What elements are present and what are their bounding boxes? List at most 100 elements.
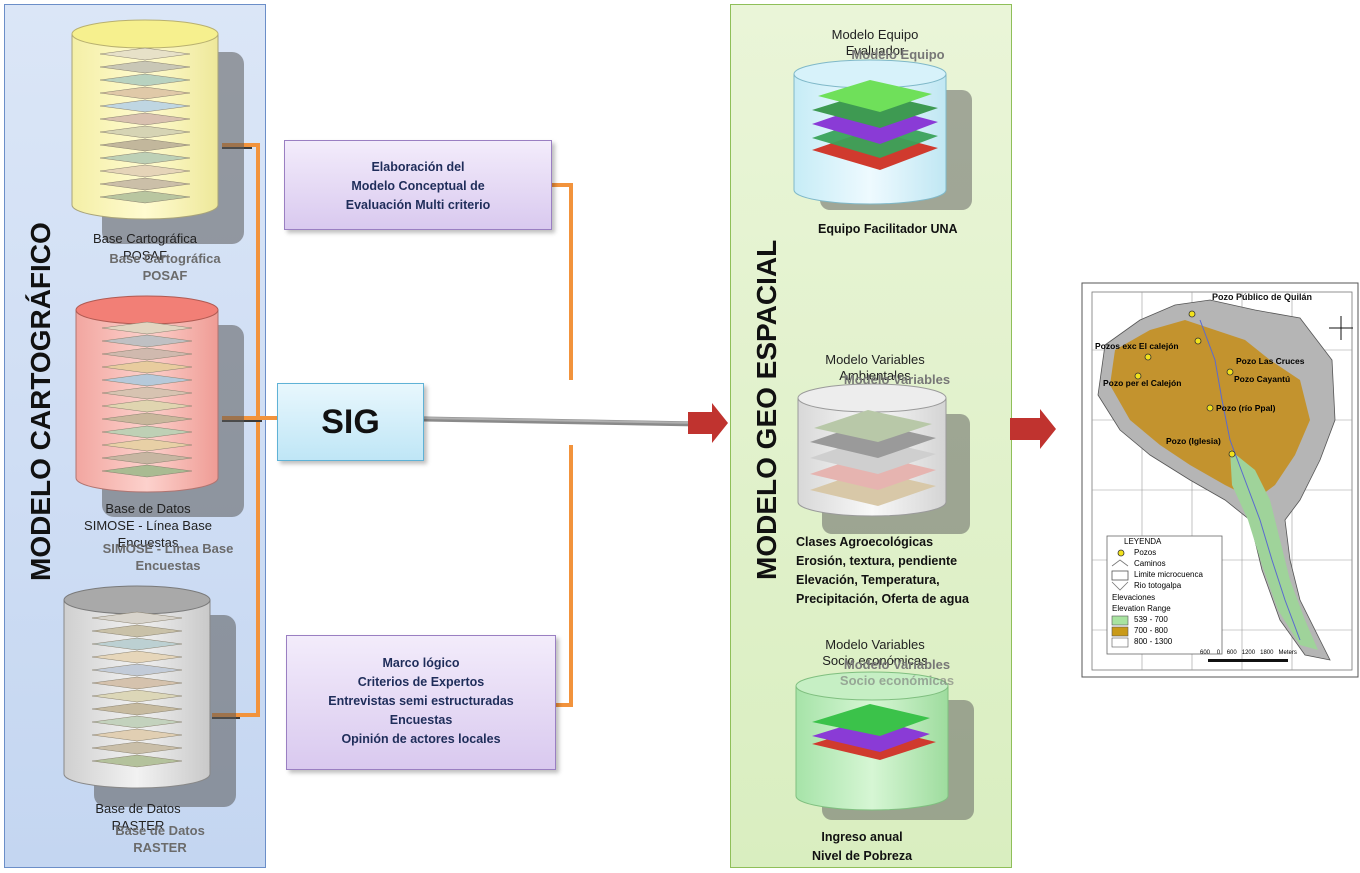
map-legend-range: 800 - 1300 [1134, 637, 1173, 646]
map-legend-item: Elevation Range [1112, 604, 1171, 613]
map-layer [91, 728, 183, 742]
box-line: Modelo Conceptual de [351, 179, 485, 193]
model-title-line: Modelo Equipo [831, 27, 919, 42]
map-layer [101, 321, 193, 335]
map-layer [101, 334, 193, 348]
model-ghost-title-ambientales: Modelo Variables [843, 372, 951, 387]
map-layer [99, 47, 191, 61]
variable-line: Elevación, Temperatura, [796, 573, 940, 587]
map-layer [101, 464, 193, 478]
db-label-line: Base de Datos [95, 801, 181, 816]
map-layer [91, 754, 183, 768]
map-label: Pozo Cayantú [1234, 374, 1291, 384]
db-label-line: Base Cartográfica [92, 231, 198, 246]
map-layer [91, 650, 183, 664]
map-layer-stack-3 [91, 611, 183, 768]
logical-framework-box: Marco lógico Criterios de Expertos Entre… [286, 635, 556, 770]
map-layer [101, 412, 193, 426]
map-label: Pozo (río Ppal) [1216, 403, 1276, 413]
db-ghost-line: SIMOSE - Línea Base [102, 541, 234, 556]
db-label-line: Encuestas [117, 535, 179, 550]
model-cylinder-socioeconomicas [795, 671, 974, 820]
map-layer [91, 676, 183, 690]
arrow-to-map [1010, 409, 1056, 449]
model-title-socioeconomicas: Modelo Variables Socio económicas [800, 637, 950, 669]
map-figure [1081, 282, 1359, 678]
db-ghost-line: RASTER [133, 840, 187, 855]
map-layer [99, 125, 191, 139]
model-ghost-line: Socio económicas [839, 673, 955, 688]
model-variables-ambientales: Clases Agroecológicas Erosión, textura, … [796, 533, 969, 609]
db-ghost-label-raster: Base de Datos RASTER [100, 822, 220, 856]
box-line: Encuestas [389, 713, 453, 727]
model-cylinder-equipo [793, 59, 972, 210]
map-legend-item: Limite microcuenca [1134, 570, 1203, 579]
map-layer [101, 451, 193, 465]
db-ghost-line: Base de Datos [115, 823, 205, 838]
map-layer [91, 624, 183, 638]
map-label: Pozo Las Cruces [1236, 356, 1305, 366]
scale-label: 1800 [1260, 650, 1274, 656]
map-layer [99, 151, 191, 165]
map-layer [99, 177, 191, 191]
db-ghost-line: POSAF [142, 268, 188, 283]
map-legend-range: 539 - 700 [1134, 615, 1168, 624]
box-line: Marco lógico [382, 656, 460, 670]
model-title-line: Ambientales [839, 368, 911, 383]
map-layer [99, 138, 191, 152]
scale-label: 600 [1226, 650, 1237, 656]
map-layer [99, 164, 191, 178]
model-title-equipo: Modelo Equipo Evaluador [800, 27, 950, 59]
db-label-simose: Base de Datos SIMOSE - Línea Base Encues… [78, 500, 218, 551]
scale-label: 1200 [1241, 650, 1256, 656]
map-label: Pozo per el Calejón [1103, 378, 1182, 388]
variable-line: Erosión, textura, pendiente [796, 554, 958, 568]
map-layer [91, 663, 183, 677]
map-layer [91, 689, 183, 703]
box-line: Opinión de actores locales [341, 732, 501, 746]
variable-line: Ingreso anual [821, 830, 903, 844]
conceptual-model-box: Elaboración del Modelo Conceptual de Eva… [284, 140, 552, 230]
map-legend-range: 700 - 800 [1134, 626, 1168, 635]
scale-label: 600 [1200, 650, 1211, 656]
map-layer-stack-1 [99, 47, 191, 204]
model-title-line: Evaluador [845, 43, 905, 58]
model-label-equipo: Equipo Facilitador UNA [818, 222, 958, 236]
map-layer [91, 715, 183, 729]
box-line: Criterios de Expertos [357, 675, 485, 689]
variable-line: Nivel de Pobreza [812, 849, 913, 863]
db-label-line: RASTER [111, 818, 165, 833]
db-ghost-label-posaf: Base Cartográfica POSAF [105, 250, 225, 284]
db-label-line: POSAF [122, 248, 168, 263]
db-ghost-label-simose: SIMOSE - Línea Base Encuestas [98, 540, 238, 574]
map-layer [101, 399, 193, 413]
map-layer [91, 611, 183, 625]
map-layer [99, 99, 191, 113]
map-layer [99, 60, 191, 74]
map-layer [101, 425, 193, 439]
arrow-to-geospatial [688, 403, 728, 443]
model-title-ambientales: Modelo Variables Ambientales [800, 352, 950, 384]
middle-connectors [552, 183, 573, 707]
map-layer [99, 112, 191, 126]
variable-line: Clases Agroecológicas [796, 535, 934, 549]
model-variables-socioeconomicas: Ingreso anual Nivel de Pobreza [812, 828, 912, 866]
db-label-line: SIMOSE - Línea Base [84, 518, 212, 533]
variable-line: Precipitación, Oferta de agua [796, 592, 969, 606]
model-title-line: Socio económicas [822, 653, 928, 668]
map-legend-item: Caminos [1134, 559, 1166, 568]
map-layer [101, 386, 193, 400]
map-legend-item: Elevaciones [1112, 593, 1156, 602]
map-legend-item: Pozos [1134, 548, 1157, 557]
map-layer [99, 73, 191, 87]
db-label-line: Base de Datos [105, 501, 191, 516]
db-label-raster: Base de Datos RASTER [78, 800, 198, 834]
map-layer-stack-2 [101, 321, 193, 478]
scale-label: 0 [1216, 650, 1221, 656]
model-cylinder-ambientales [797, 383, 970, 534]
box-line: Entrevistas semi estructuradas [328, 694, 514, 708]
db-ghost-line: Encuestas [135, 558, 201, 573]
map-legend-item: Rio totogalpa [1134, 581, 1182, 590]
map-layer [101, 373, 193, 387]
